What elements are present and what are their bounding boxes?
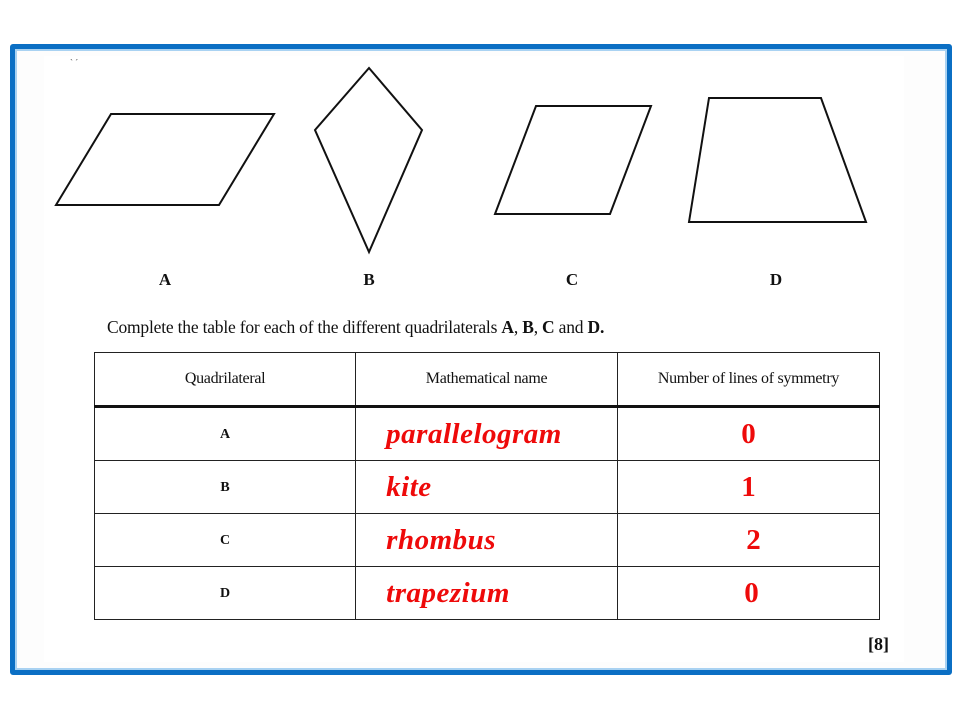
instruction-sep: and <box>554 317 588 337</box>
instruction-text: Complete the table for each of the diffe… <box>107 317 502 337</box>
quadrilateral-letter: D <box>220 586 231 601</box>
shape-label-b: B <box>363 270 375 289</box>
cell-quadrilateral: C <box>93 513 357 567</box>
table-row: C rhombus 2 <box>93 513 881 567</box>
question-instruction: Complete the table for each of the diffe… <box>107 317 604 338</box>
answer-name: kite <box>386 470 432 503</box>
instruction-period: . <box>599 317 605 337</box>
table-row: D trapezium 0 <box>93 566 881 620</box>
cell-name: parallelogram <box>355 406 618 461</box>
instruction-letter-d: D <box>587 317 601 337</box>
slide-frame-border <box>10 44 952 675</box>
instruction-letter-b: B <box>522 317 534 337</box>
cell-name: trapezium <box>355 566 618 620</box>
header-lines-of-symmetry: Number of lines of symmetry <box>616 352 881 408</box>
answer-lines: 2 <box>746 523 761 556</box>
quadrilateral-letter: B <box>220 480 230 495</box>
cell-lines: 1 <box>616 460 881 514</box>
answer-name: trapezium <box>386 576 510 609</box>
cell-lines: 2 <box>616 513 881 567</box>
shape-label-d: D <box>769 270 783 289</box>
shape-a-parallelogram <box>54 113 276 206</box>
header-mathematical-name: Mathematical name <box>355 352 618 408</box>
cell-quadrilateral: B <box>93 460 357 514</box>
scan-artifact: ` ´ <box>70 58 79 68</box>
instruction-sep: , <box>533 317 543 337</box>
answer-name: parallelogram <box>386 417 562 450</box>
quadrilateral-letter: A <box>220 427 231 442</box>
shape-label-c: C <box>565 270 579 289</box>
shape-d-trapezium <box>687 97 868 223</box>
shape-b-kite <box>313 66 424 255</box>
answer-lines: 1 <box>741 470 756 503</box>
answer-lines: 0 <box>741 417 756 450</box>
answer-lines: 0 <box>744 576 759 609</box>
marks-total: [8] <box>868 634 889 654</box>
table-header-row: Quadrilateral Mathematical name Number o… <box>93 352 881 408</box>
cell-quadrilateral: A <box>93 406 357 461</box>
instruction-letter-c: C <box>542 317 555 337</box>
cell-name: rhombus <box>355 513 618 567</box>
quadrilateral-letter: C <box>220 533 231 548</box>
instruction-sep: , <box>513 317 523 337</box>
cell-lines: 0 <box>616 406 881 461</box>
table-row: B kite 1 <box>93 460 881 514</box>
shape-label-a: A <box>158 270 172 289</box>
table-row: A parallelogram 0 <box>93 406 881 461</box>
shape-c-rhombus <box>493 105 653 215</box>
cell-name: kite <box>355 460 618 514</box>
answer-table: Quadrilateral Mathematical name Number o… <box>93 352 881 620</box>
instruction-letter-a: A <box>501 317 514 337</box>
cell-lines: 0 <box>616 566 881 620</box>
answer-name: rhombus <box>386 523 497 556</box>
header-quadrilateral: Quadrilateral <box>93 352 357 408</box>
cell-quadrilateral: D <box>93 566 357 620</box>
